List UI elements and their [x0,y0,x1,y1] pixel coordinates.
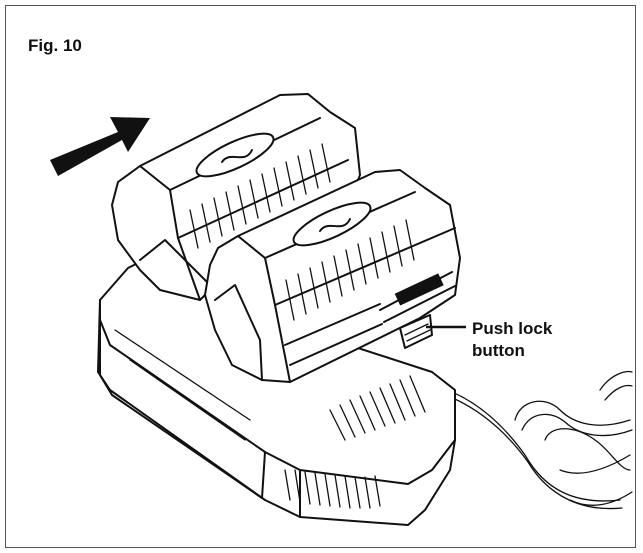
arrow-icon [50,117,150,176]
charger-base [97,261,456,526]
battery-front [204,169,461,383]
figure-label: Fig. 10 [28,36,82,55]
push-lock-button [399,314,433,349]
power-cord [431,370,633,510]
push-lock-button-label: Push lock button [472,319,553,360]
